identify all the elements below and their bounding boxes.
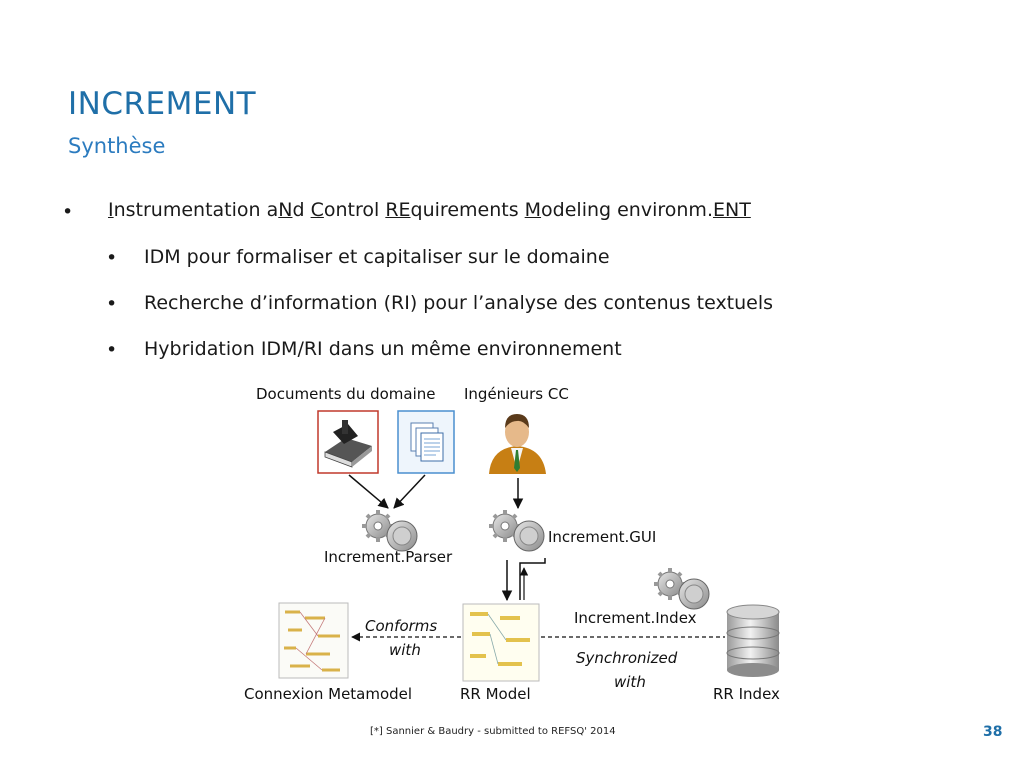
metamodel-label: Connexion Metamodel [244, 685, 412, 703]
engineer-icon [489, 414, 546, 474]
gui-label: Increment.GUI [548, 528, 656, 546]
rr-model-label: RR Model [460, 685, 531, 703]
engineers-label: Ingénieurs CC [464, 385, 569, 403]
parser-gear-icon [362, 510, 417, 551]
index-tool-label: Increment.Index [574, 609, 697, 627]
metamodel-thumbnail [279, 603, 348, 678]
conforms-label: Conforms [365, 617, 437, 635]
book-icon [318, 411, 378, 473]
documents-icon [398, 411, 454, 473]
gui-gear-icon [489, 510, 544, 551]
documents-label: Documents du domaine [256, 385, 436, 403]
footnote: [*] Sannier & Baudry - submitted to REFS… [370, 726, 616, 737]
parser-label: Increment.Parser [324, 548, 452, 566]
page-number: 38 [983, 724, 1002, 740]
database-icon [727, 605, 779, 677]
synchronized-label: Synchronized [576, 649, 677, 667]
synchronized-with-label: with [614, 673, 646, 691]
rr-index-label: RR Index [713, 685, 780, 703]
conforms-with-label: with [389, 641, 421, 659]
rr-model-thumbnail [463, 604, 539, 681]
index-gear-icon [654, 568, 709, 609]
